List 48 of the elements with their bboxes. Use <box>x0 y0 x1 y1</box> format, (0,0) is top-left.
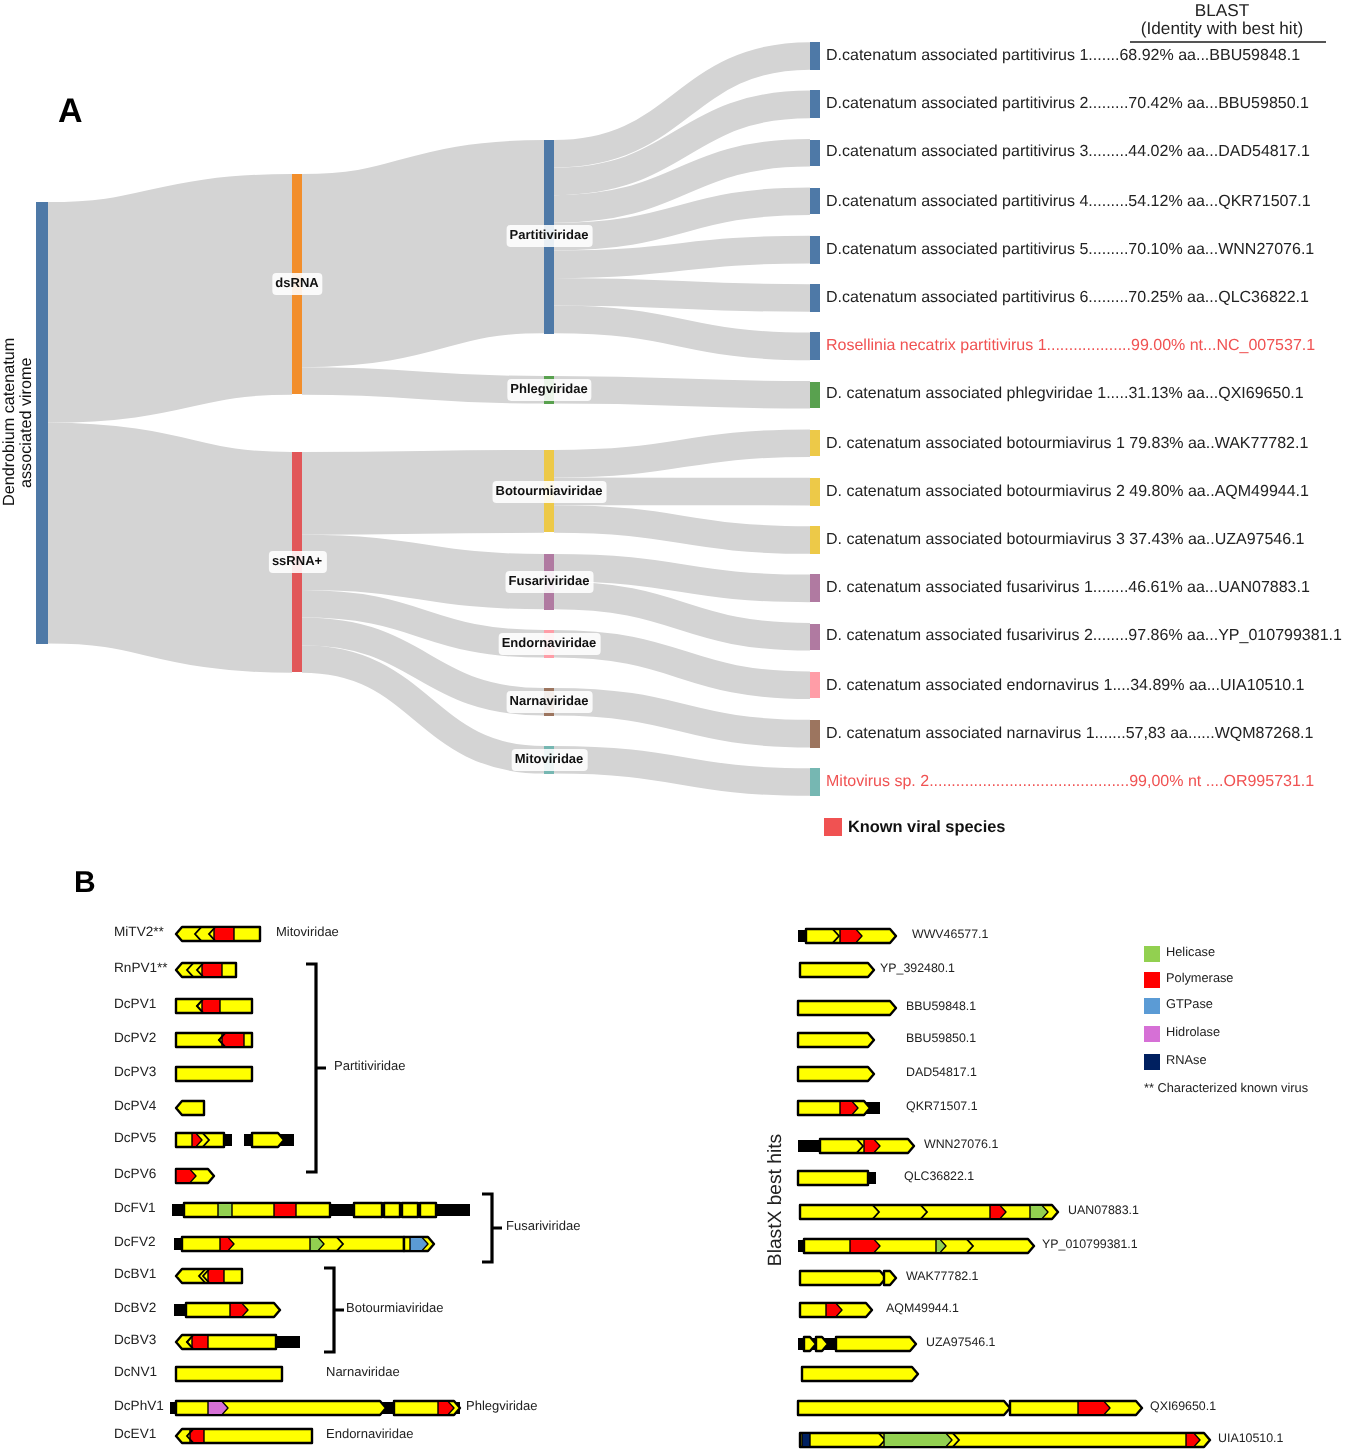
column-header: BLAST <box>1194 0 1250 19</box>
node-label: D.catenatum associated partitivirus 4.........54.12% aa...QKR71507.1 <box>826 191 1311 212</box>
flow-ribbon <box>553 278 811 312</box>
flow-ribbon <box>553 305 811 361</box>
node-label: D.catenatum associated partitivirus 3.........44.02% aa...DAD54817.1 <box>826 142 1310 163</box>
flow-ribbon <box>553 187 811 251</box>
node-label: D. catenatum associated botourmiavirus 2 49.80% aa..AQM49944.1 <box>826 481 1309 502</box>
panel-letter: A <box>58 93 83 129</box>
flow-ribbon <box>301 534 545 610</box>
flow-ribbon <box>553 429 811 478</box>
flow-ribbon <box>299 140 547 368</box>
flow-ribbon <box>553 581 811 651</box>
flow-ribbon <box>554 477 810 506</box>
node-label: D. catenatum associated fusarivirus 1........46.61% aa...UAN07883.1 <box>826 578 1310 599</box>
node-label: D. catenatum associated phlegviridae 1.....31.13% aa...QXI69650.1 <box>826 384 1304 405</box>
flow-ribbon <box>301 367 545 404</box>
flow-ribbon <box>301 617 545 716</box>
flow-ribbon <box>301 590 545 658</box>
flow-ribbon <box>553 630 811 699</box>
node-label: D. catenatum associated fusarivirus 2........97.86% aa...YP_010799381.1 <box>826 626 1342 647</box>
node-label: D. catenatum associated botourmiavirus 3 37.43% aa..UZA97546.1 <box>826 529 1305 550</box>
node-label: D.catenatum associated partitivirus 2.........70.42% aa...BBU59850.1 <box>826 94 1309 115</box>
flow-ribbon <box>553 235 811 278</box>
flow-ribbon <box>553 746 811 796</box>
legend-label: Known viral species <box>848 817 1006 837</box>
flow-ribbon <box>45 422 295 673</box>
node-label: D. catenatum associated endornavirus 1....34.89% aa...UIA10510.1 <box>826 675 1305 696</box>
axis-title: BlastX best hits <box>765 1133 787 1267</box>
flow-ribbon <box>553 139 811 223</box>
panel-letter: B <box>74 867 96 899</box>
flow-ribbon <box>553 90 811 196</box>
node-label: D. catenatum associated narnavirus 1.......57,83 aa......WQM87268.1 <box>826 723 1314 744</box>
flow-ribbon <box>302 450 544 535</box>
flow-ribbon <box>553 554 811 603</box>
node-label: D.catenatum associated partitivirus 5.........70.10% aa...WNN27076.1 <box>826 239 1315 260</box>
node-label: D.catenatum associated partitivirus 6.........70.25% aa...QLC36822.1 <box>826 287 1309 308</box>
flow-ribbon <box>553 505 811 554</box>
flow-ribbon <box>301 645 545 774</box>
node-label: Dendrobium catenatum associated virome <box>1 336 35 511</box>
node-label: Rosellinia necatrix partitivirus 1...................99.00% nt...NC_007537.1 <box>826 336 1316 357</box>
flow-ribbon <box>553 376 811 409</box>
node-label: D. catenatum associated botourmiavirus 1 79.83% aa..WAK77782.1 <box>826 433 1309 454</box>
flow-ribbon <box>553 688 811 748</box>
flow-ribbon <box>45 174 295 423</box>
column-subheader: (Identity with best hit) <box>1140 17 1304 37</box>
flow-ribbon <box>553 42 811 168</box>
node-label: D.catenatum associated partitivirus 1.......68.92% aa...BBU59848.1 <box>826 45 1301 66</box>
node-label: Mitovirus sp. 2.............................................99,00% nt ....OR995731.1 <box>826 771 1315 792</box>
